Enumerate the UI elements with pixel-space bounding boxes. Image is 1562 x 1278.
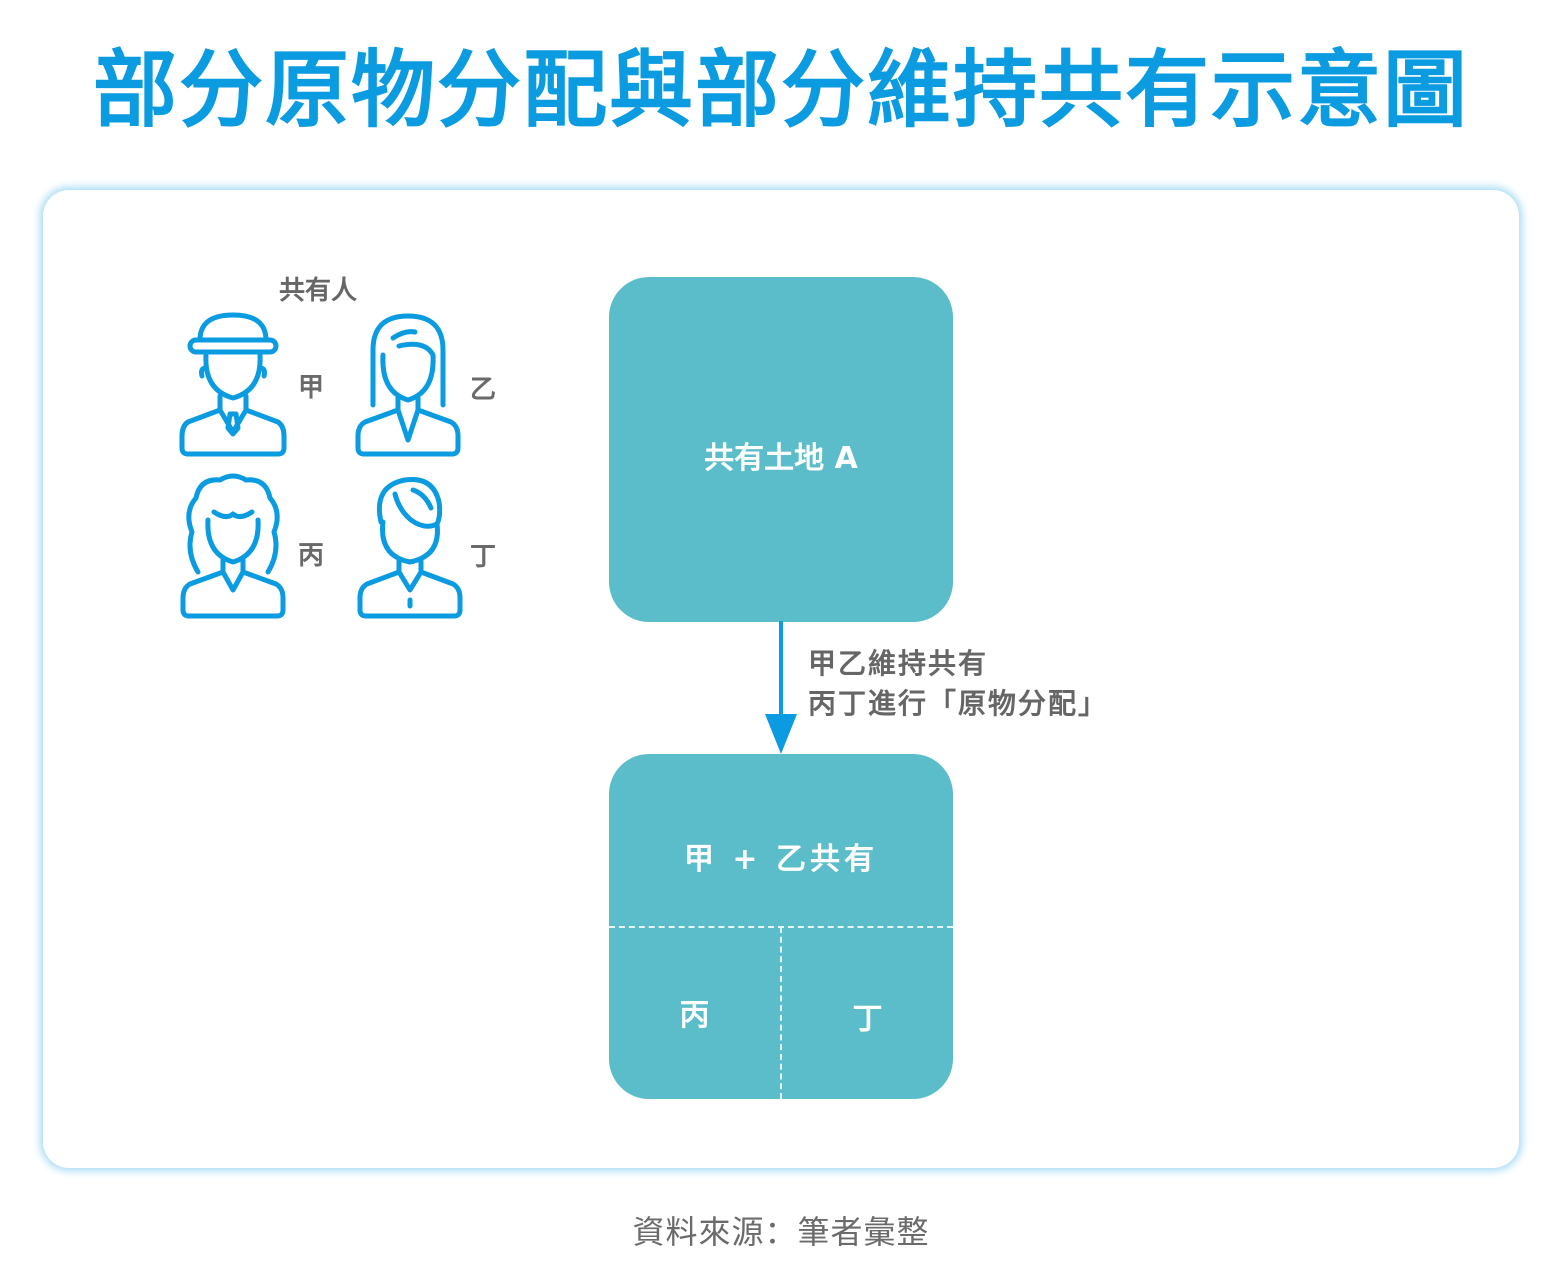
owner-name-ding: 丁 — [470, 542, 497, 572]
jia-yi-co-owned-label: 甲 + 乙共有 — [683, 842, 879, 877]
man-short-hair-icon — [355, 472, 465, 622]
land-box-label: 共有土地 A — [704, 441, 858, 476]
result-partition-box: 甲 + 乙共有 丙 丁 — [609, 754, 953, 1099]
bing-parcel-label: 丙 — [679, 998, 710, 1033]
arrow-down-icon — [765, 714, 797, 754]
vertical-divider — [780, 927, 782, 1099]
woman-curly-hair-icon — [178, 472, 288, 622]
owner-name-bing: 丙 — [298, 541, 325, 571]
co-owned-land-box: 共有土地 A — [609, 277, 953, 622]
arrow-line — [779, 621, 783, 731]
arrow-annotation-line1: 甲乙維持共有 — [808, 647, 989, 680]
page-title: 部分原物分配與部分維持共有示意圖 — [92, 41, 1469, 139]
ding-parcel-label: 丁 — [852, 1002, 883, 1037]
co-owners-label: 共有人 — [279, 276, 358, 306]
arrow-annotation: 甲乙維持共有 丙丁進行「原物分配」 — [808, 644, 1108, 724]
woman-long-hair-icon — [353, 310, 463, 460]
man-bowler-hat-icon — [178, 310, 288, 460]
source-note: 資料來源：筆者彙整 — [632, 1213, 930, 1251]
owner-name-jia: 甲 — [298, 373, 325, 403]
arrow-annotation-line2: 丙丁進行「原物分配」 — [808, 687, 1109, 720]
owner-name-yi: 乙 — [470, 375, 497, 405]
